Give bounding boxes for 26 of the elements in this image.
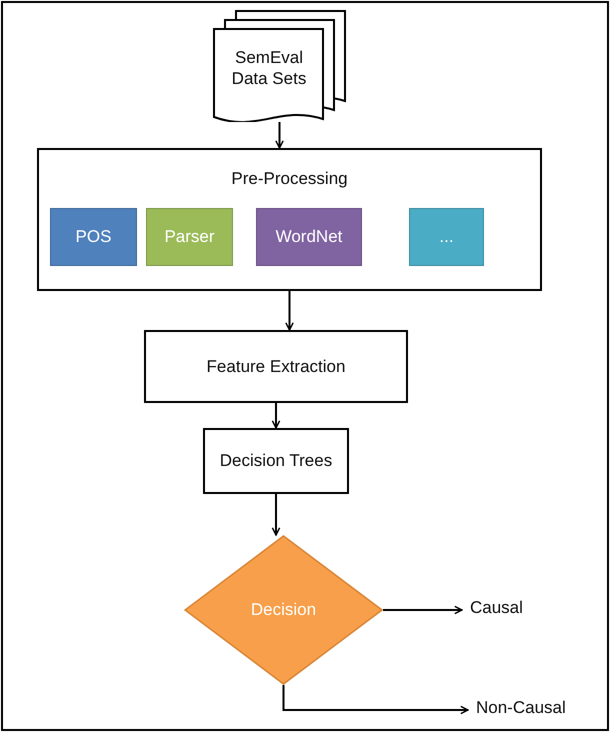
process-box: [144, 330, 408, 403]
group-heading: Pre-Processing: [230, 168, 349, 190]
document-stack: [212, 10, 347, 122]
arrow: [272, 403, 280, 429]
tool-label: POS: [76, 226, 112, 248]
arrow: [282, 685, 469, 714]
tool-label: Parser: [164, 226, 215, 248]
outcome-label: Non-Causal: [476, 697, 567, 718]
arrow: [285, 291, 294, 331]
outcome-label: Causal: [470, 597, 524, 618]
arrow: [275, 122, 284, 149]
tool-label: WordNet: [276, 226, 342, 248]
process-label: Decision Trees: [220, 450, 332, 472]
tool-box: [50, 208, 137, 266]
arrow: [272, 494, 280, 536]
process-box: [203, 428, 349, 494]
tool-label: ...: [439, 226, 454, 248]
arrow: [383, 606, 463, 614]
decision-label: Decision: [250, 599, 316, 621]
decision-diamond: [184, 535, 383, 685]
group-box: [37, 148, 542, 291]
document-label: SemEval Data Sets: [230, 46, 308, 90]
tool-box: [256, 208, 362, 266]
tool-box: [146, 208, 233, 266]
process-label: Feature Extraction: [206, 356, 346, 378]
tool-box: [409, 208, 484, 266]
